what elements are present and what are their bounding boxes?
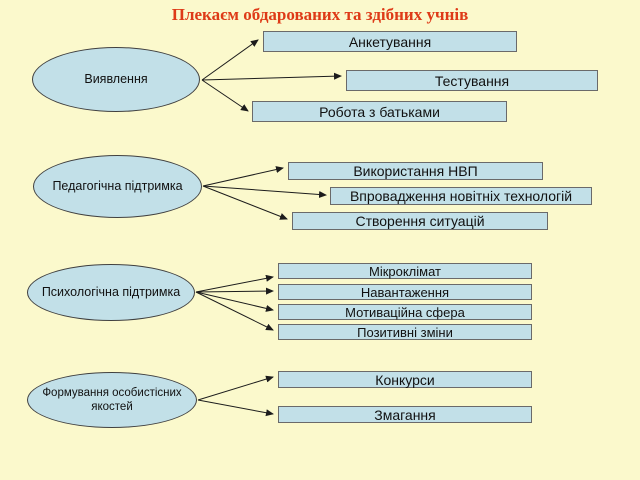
box-microclimate: Мікроклімат xyxy=(278,263,532,279)
box-workload-label: Навантаження xyxy=(360,284,450,300)
box-positive-changes-label: Позитивні зміни xyxy=(357,324,453,340)
ellipse-personal-qualities-formation: Формування особистісних якостей xyxy=(27,372,197,428)
slide-title: Плекаєм обдарованих та здібних учнів xyxy=(171,5,469,24)
box-testing: Тестування xyxy=(346,70,598,91)
box-testing-label: Тестування xyxy=(434,72,510,89)
ellipse-pedagogical-support: Педагогічна підтримка xyxy=(33,155,202,218)
box-use-of-nvp: Використання НВП xyxy=(288,162,543,180)
box-microclimate-label: Мікроклімат xyxy=(368,263,441,279)
box-work-with-parents: Робота з батьками xyxy=(252,101,507,122)
ellipse-psychological-support-label: Психологічна підтримка xyxy=(41,284,181,299)
box-motivational-sphere-label: Мотиваційна сфера xyxy=(345,304,465,320)
box-questionnaire-label: Анкетування xyxy=(348,33,432,50)
box-creating-situations: Створення ситуацій xyxy=(292,212,548,230)
box-competitions-label: Змагання xyxy=(374,406,436,423)
box-competitions: Змагання xyxy=(278,406,532,423)
box-questionnaire: Анкетування xyxy=(263,31,517,52)
ellipse-personal-qualities-formation-label: Формування особистісних якостей xyxy=(42,386,182,413)
box-use-of-nvp-label: Використання НВП xyxy=(353,163,478,179)
box-workload: Навантаження xyxy=(278,284,532,300)
box-creating-situations-label: Створення ситуацій xyxy=(355,213,485,229)
box-contests: Конкурси xyxy=(278,371,532,388)
box-newest-technologies-label: Впровадження новітніх технологій xyxy=(349,188,573,204)
box-newest-technologies: Впровадження новітніх технологій xyxy=(330,187,592,205)
box-work-with-parents-label: Робота з батьками xyxy=(319,103,440,120)
box-positive-changes: Позитивні зміни xyxy=(278,324,532,340)
ellipse-pedagogical-support-label: Педагогічна підтримка xyxy=(52,178,183,193)
box-contests-label: Конкурси xyxy=(375,371,435,388)
box-motivational-sphere: Мотиваційна сфера xyxy=(278,304,532,320)
ellipse-psychological-support: Психологічна підтримка xyxy=(27,264,195,321)
ellipse-identification-label: Виявлення xyxy=(84,71,148,86)
ellipse-identification: Виявлення xyxy=(32,47,200,112)
